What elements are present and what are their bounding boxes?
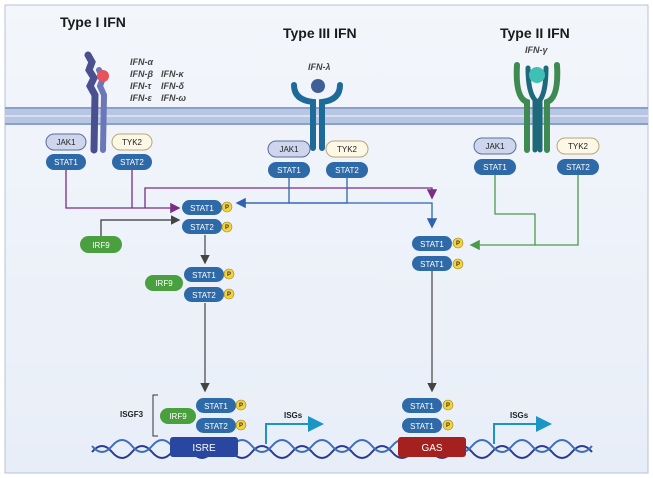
isgf3-complex: ISGF3 IRF9 STAT1 STAT2 P P bbox=[120, 394, 247, 437]
svg-text:P: P bbox=[239, 403, 243, 409]
ligand-ifn-gamma: IFN-γ bbox=[525, 45, 548, 55]
svg-text:P: P bbox=[446, 423, 450, 429]
ligand-ifn-kappa: IFN-κ bbox=[161, 69, 184, 79]
type3-tyk2: TYK2 bbox=[325, 140, 369, 158]
svg-text:P: P bbox=[239, 423, 243, 429]
svg-text:P: P bbox=[456, 241, 460, 247]
svg-text:STAT1: STAT1 bbox=[204, 402, 228, 411]
irf9-join-arrow bbox=[100, 215, 181, 236]
svg-text:STAT2: STAT2 bbox=[335, 166, 359, 175]
type1-stat1: STAT1 bbox=[46, 154, 86, 170]
svg-text:ISRE: ISRE bbox=[192, 443, 216, 454]
svg-text:IRF9: IRF9 bbox=[92, 241, 110, 250]
stat-complex-1: STAT1 STAT2 P P bbox=[182, 200, 233, 234]
type3-jak1: JAK1 bbox=[267, 140, 311, 158]
stat1-dimer-upper: STAT1 STAT1 P P bbox=[412, 236, 464, 271]
svg-text:IRF9: IRF9 bbox=[155, 279, 173, 288]
svg-text:P: P bbox=[225, 225, 229, 231]
gas-promoter: GAS bbox=[398, 437, 466, 457]
ligand-ifn-epsilon: IFN-ε bbox=[130, 93, 152, 103]
type2-receptor bbox=[513, 62, 561, 153]
svg-text:TYK2: TYK2 bbox=[122, 138, 143, 147]
ligand-ifn-omega: IFN-ω bbox=[161, 93, 186, 103]
ligand-ifn-alpha: IFN-α bbox=[130, 57, 153, 67]
isgs-arrow-right: ISGs bbox=[493, 411, 552, 444]
isgf3-label: ISGF3 bbox=[120, 410, 144, 419]
type1-stat2: STAT2 bbox=[112, 154, 152, 170]
ifn-ligand-ball bbox=[97, 70, 109, 82]
ligand-ifn-lambda: IFN-λ bbox=[308, 62, 331, 72]
isre-promoter: ISRE bbox=[170, 437, 238, 457]
type2-stat1: STAT1 bbox=[474, 159, 516, 175]
svg-text:TYK2: TYK2 bbox=[568, 142, 589, 151]
type1-tyk2: TYK2 bbox=[111, 133, 153, 151]
svg-text:STAT2: STAT2 bbox=[120, 158, 144, 167]
svg-text:GAS: GAS bbox=[421, 443, 442, 454]
svg-text:IRF9: IRF9 bbox=[169, 412, 187, 421]
svg-text:P: P bbox=[456, 262, 460, 268]
type2-ifn-title: Type II IFN bbox=[500, 25, 570, 41]
type1-ifn-title: Type I IFN bbox=[60, 14, 126, 30]
type2-pathway-lines bbox=[469, 175, 579, 251]
type3-receptor bbox=[291, 79, 343, 151]
isgs-arrow-left: ISGs bbox=[265, 411, 324, 444]
svg-text:STAT1: STAT1 bbox=[420, 260, 444, 269]
type3-stat2: STAT2 bbox=[326, 162, 368, 178]
type2-tyk2: TYK2 bbox=[556, 137, 600, 155]
svg-text:STAT1: STAT1 bbox=[410, 402, 434, 411]
svg-text:JAK1: JAK1 bbox=[56, 138, 76, 147]
svg-text:STAT1: STAT1 bbox=[54, 158, 78, 167]
type1-ligand-list: IFN-α IFN-β IFN-τ IFN-ε IFN-κ IFN-δ IFN-… bbox=[130, 57, 186, 103]
svg-text:STAT2: STAT2 bbox=[190, 223, 214, 232]
svg-text:P: P bbox=[227, 272, 231, 278]
svg-text:P: P bbox=[446, 403, 450, 409]
stat-complex-2: IRF9 STAT1 STAT2 P P bbox=[145, 267, 235, 302]
svg-text:ISGs: ISGs bbox=[284, 411, 303, 420]
svg-text:JAK1: JAK1 bbox=[485, 142, 505, 151]
type2-jak1: JAK1 bbox=[473, 137, 517, 155]
svg-text:STAT1: STAT1 bbox=[190, 204, 214, 213]
svg-text:P: P bbox=[227, 292, 231, 298]
svg-text:STAT2: STAT2 bbox=[566, 163, 590, 172]
type3-stat1: STAT1 bbox=[268, 162, 310, 178]
svg-text:STAT1: STAT1 bbox=[277, 166, 301, 175]
type3-ifn-title: Type III IFN bbox=[283, 25, 357, 41]
stat1-dimer-gas: STAT1 STAT1 P P bbox=[402, 398, 454, 433]
svg-text:JAK1: JAK1 bbox=[279, 145, 299, 154]
svg-text:ISGs: ISGs bbox=[510, 411, 529, 420]
svg-text:P: P bbox=[225, 205, 229, 211]
ligand-ifn-delta: IFN-δ bbox=[161, 81, 184, 91]
svg-text:STAT1: STAT1 bbox=[410, 422, 434, 431]
type3-pathway-lines bbox=[235, 178, 438, 229]
ifn-gamma-ball bbox=[529, 67, 545, 83]
svg-text:STAT1: STAT1 bbox=[420, 240, 444, 249]
type2-stat2: STAT2 bbox=[557, 159, 599, 175]
irf9-free: IRF9 bbox=[80, 236, 122, 253]
ifn-lambda-ball bbox=[311, 79, 325, 93]
type1-receptor bbox=[84, 51, 109, 154]
ligand-ifn-beta: IFN-β bbox=[130, 69, 153, 79]
svg-text:STAT1: STAT1 bbox=[483, 163, 507, 172]
ligand-ifn-tau: IFN-τ bbox=[130, 81, 152, 91]
svg-text:STAT1: STAT1 bbox=[192, 271, 216, 280]
svg-text:STAT2: STAT2 bbox=[204, 422, 228, 431]
svg-text:STAT2: STAT2 bbox=[192, 291, 216, 300]
type1-jak1: JAK1 bbox=[45, 133, 87, 151]
svg-text:TYK2: TYK2 bbox=[337, 145, 358, 154]
